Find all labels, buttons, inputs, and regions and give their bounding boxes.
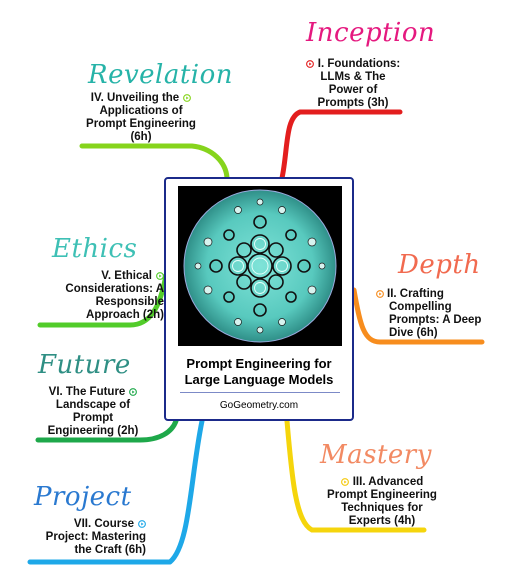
branch-label-depth: II. Crafting Compelling Prompts: A Deep … [376, 288, 496, 340]
branch-label-revelation: IV. Unveiling the Applications of Prompt… [86, 92, 196, 143]
branch-title-mastery: Mastery [320, 440, 432, 470]
branch-label-project: VII. Course Project: Mastering the Craft… [45, 518, 146, 556]
center-divider [180, 392, 340, 393]
play-circle-icon [138, 520, 146, 528]
hyperbolic-tiling-image [178, 186, 342, 346]
play-circle-icon [183, 94, 192, 102]
branch-label-mastery: III. Advanced Prompt Engineering Techniq… [327, 476, 437, 527]
branch-line-inception [279, 109, 403, 181]
branch-title-future: Future [38, 350, 131, 380]
branch-title-ethics: Ethics [52, 234, 138, 264]
play-circle-icon [129, 388, 138, 396]
branch-line-ethics [37, 272, 169, 328]
branch-line-mastery [284, 418, 427, 533]
center-title: Prompt Engineering for Large Language Mo… [184, 356, 334, 387]
branch-label-future: VI. The Future Landscape of Prompt Engin… [47, 386, 139, 437]
branch-line-project [27, 418, 205, 565]
branch-line-future [35, 418, 179, 443]
center-card: Prompt Engineering for Large Language Mo… [164, 177, 354, 421]
play-circle-icon [156, 272, 164, 280]
play-circle-icon [376, 290, 384, 298]
branch-label-inception: I. Foundations: LLMs & The Power of Prom… [288, 58, 418, 110]
play-circle-icon [340, 478, 349, 486]
center-site-link[interactable]: GoGeometry.com [219, 400, 299, 411]
branch-label-ethics: V. Ethical Considerations: A Responsible… [65, 270, 164, 321]
branch-line-depth [351, 287, 485, 345]
branch-line-revelation [79, 143, 230, 181]
branch-title-depth: Depth [398, 250, 481, 280]
play-circle-icon [305, 60, 314, 68]
branch-title-project: Project [34, 482, 132, 512]
branch-title-inception: Inception [306, 18, 436, 48]
branch-title-revelation: Revelation [88, 60, 234, 90]
